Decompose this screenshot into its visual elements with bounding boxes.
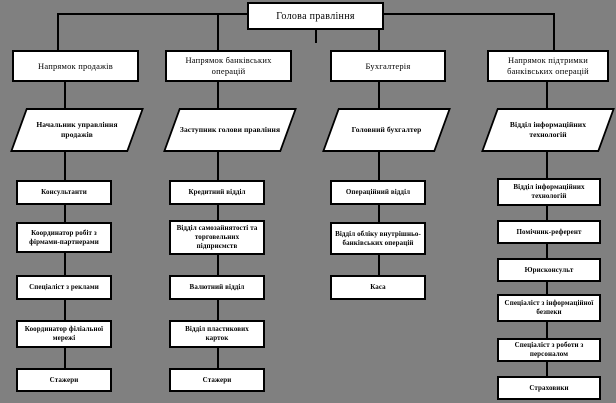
node-col-0-item-3-label: Координатор філіальної мережі <box>24 325 104 342</box>
node-col-3-item-5-label: Страховики <box>529 383 569 392</box>
node-manager-3[interactable]: Відділ інформаційних технологій <box>480 108 616 152</box>
node-division-3-label: Напрямок підтримки банківських операцій <box>507 55 589 76</box>
node-col-1-item-4-label: Стажери <box>202 375 232 384</box>
node-col-0-item-2-label: Спеціаліст з реклами <box>29 283 99 291</box>
node-col-2-item-0[interactable]: Операційний відділ <box>330 180 426 205</box>
node-col-3-item-0-label: Відділ інформаційних технологій <box>513 183 585 200</box>
node-manager-2-label: Головний бухгалтер <box>351 125 422 134</box>
node-manager-2[interactable]: Головний бухгалтер <box>321 108 452 152</box>
node-col-0-item-4-label: Стажери <box>49 375 79 384</box>
node-division-2-label: Бухгалтерія <box>365 60 411 71</box>
node-col-1-item-0-label: Кредитний відділ <box>188 188 246 196</box>
node-col-2-item-1[interactable]: Відділ обліку внутрішньо-банківських опе… <box>330 222 426 255</box>
node-col-1-item-2-label: Валютний відділ <box>189 283 245 291</box>
connector-drop-col-3 <box>553 13 555 50</box>
node-col-1-item-4[interactable]: Стажери <box>169 368 265 392</box>
node-col-3-item-4[interactable]: Спеціаліст з роботи з персоналом <box>497 338 601 362</box>
node-col-1-item-3[interactable]: Відділ пластикових карток <box>169 320 265 348</box>
node-manager-0[interactable]: Начальник управління продажів <box>9 108 145 152</box>
node-col-2-item-2-label: Каса <box>370 283 386 291</box>
node-col-1-item-0[interactable]: Кредитний відділ <box>169 180 265 205</box>
node-col-0-item-0-label: Консультанти <box>41 188 87 196</box>
node-division-3[interactable]: Напрямок підтримки банківських операцій <box>487 50 609 82</box>
node-col-3-item-2[interactable]: Юрисконсульт <box>497 258 601 282</box>
connector-drop-col-0 <box>57 13 59 50</box>
node-col-1-item-3-label: Відділ пластикових карток <box>185 325 249 342</box>
node-col-1-item-2[interactable]: Валютний відділ <box>169 275 265 300</box>
node-col-2-item-2[interactable]: Каса <box>330 275 426 300</box>
node-col-3-item-5[interactable]: Страховики <box>497 376 601 400</box>
node-manager-3-label: Відділ інформаційних технологій <box>509 120 587 139</box>
node-division-0[interactable]: Напрямок продажів <box>12 50 139 82</box>
node-col-1-item-1[interactable]: Відділ самозайнятості та торговельних пі… <box>169 220 265 255</box>
node-col-2-item-0-label: Операційний відділ <box>345 188 411 196</box>
node-division-0-label: Напрямок продажів <box>38 60 113 71</box>
node-manager-1-label: Заступник голови правління <box>179 125 281 134</box>
node-col-0-item-1-label: Координатор робіт з фірмами-партнерами <box>29 228 99 246</box>
node-root-label: Голова правління <box>276 10 355 22</box>
node-col-3-item-1-label: Помічник-референт <box>516 227 582 236</box>
node-col-3-item-4-label: Спеціаліст з роботи з персоналом <box>514 341 584 358</box>
node-col-0-item-0[interactable]: Консультанти <box>16 180 112 205</box>
node-division-1[interactable]: Напрямок банківських операцій <box>165 50 292 82</box>
node-root[interactable]: Голова правління <box>247 2 384 30</box>
node-col-2-item-1-label: Відділ обліку внутрішньо-банківських опе… <box>335 229 421 247</box>
connector-drop-col-2 <box>378 13 380 50</box>
node-col-3-item-0[interactable]: Відділ інформаційних технологій <box>497 178 601 206</box>
node-col-0-item-1[interactable]: Координатор робіт з фірмами-партнерами <box>16 222 112 253</box>
node-manager-0-label: Начальник управління продажів <box>36 120 118 139</box>
connector-drop-col-1 <box>217 13 219 50</box>
node-division-1-label: Напрямок банківських операцій <box>185 55 272 76</box>
node-col-0-item-2[interactable]: Спеціаліст з реклами <box>16 275 112 300</box>
connector-root-stem <box>315 30 317 43</box>
node-col-3-item-2-label: Юрисконсульт <box>524 265 574 274</box>
node-col-3-item-3[interactable]: Спеціаліст з інформаційної безпеки <box>497 294 601 322</box>
node-division-2[interactable]: Бухгалтерія <box>330 50 446 82</box>
node-col-1-item-1-label: Відділ самозайнятості та торговельних пі… <box>176 224 258 250</box>
node-col-3-item-3-label: Спеціаліст з інформаційної безпеки <box>504 299 594 316</box>
node-col-3-item-1[interactable]: Помічник-референт <box>497 220 601 244</box>
node-col-0-item-4[interactable]: Стажери <box>16 368 112 392</box>
node-col-0-item-3[interactable]: Координатор філіальної мережі <box>16 320 112 348</box>
node-manager-1[interactable]: Заступник голови правління <box>162 108 298 152</box>
